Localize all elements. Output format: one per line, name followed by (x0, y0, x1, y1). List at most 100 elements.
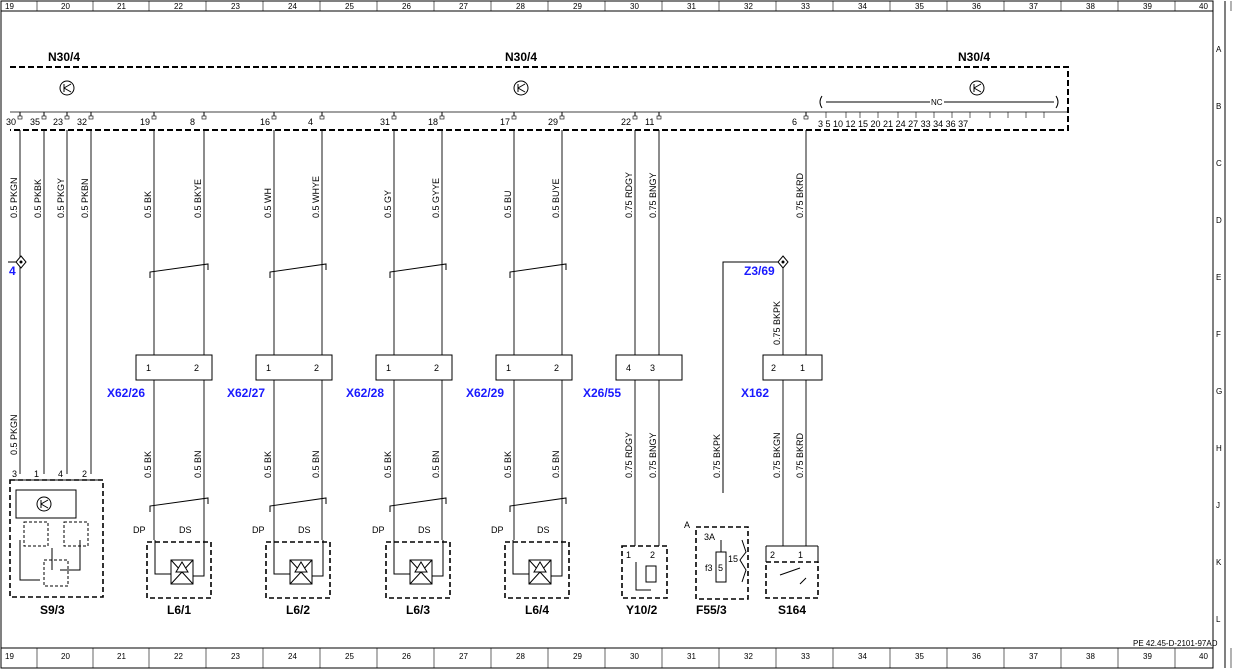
y10-2-name: Y10/2 (626, 603, 658, 617)
wire-label-bottom: 0.5 BN (311, 450, 321, 478)
connector-pin: 1 (266, 363, 271, 373)
grid-column-number: 34 (858, 2, 867, 11)
module-pin-label: 22 (621, 117, 631, 127)
sensor-dp-label: DP (252, 525, 265, 535)
s9-3-pin: 1 (34, 469, 39, 479)
module-pin-label: 23 (53, 117, 63, 127)
connector-pin: 2 (314, 363, 319, 373)
grid-row-letter: K (1216, 558, 1222, 567)
sensor-name: L6/3 (406, 603, 430, 617)
transistor-icon (36, 496, 52, 512)
wire-label-top: 0.5 PKBK (33, 179, 43, 218)
module-pin-label: 32 (77, 117, 87, 127)
nc-pin-list: 3 5 10 12 15 20 21 24 27 33 34 36 37 (818, 119, 968, 129)
grid-column-number: 23 (231, 2, 240, 11)
sensor-dp-label: DP (491, 525, 504, 535)
module-pin-label: 17 (500, 117, 510, 127)
wire-label-bottom: 0.5 BN (551, 450, 561, 478)
module-pin-label: 18 (428, 117, 438, 127)
f55-3-ref: A (684, 520, 690, 530)
module-pin-label: 6 (792, 117, 797, 127)
grid-column-number: 23 (231, 652, 240, 661)
connector-pin: 1 (506, 363, 511, 373)
grid-column-number: 22 (174, 652, 183, 661)
ground-label-4: 4 (9, 264, 16, 278)
sensor-dp-label: DP (133, 525, 146, 535)
grid-column-number: 28 (516, 652, 525, 661)
module-pin-label: 11 (645, 117, 654, 127)
grid-column-number: 40 (1199, 652, 1208, 661)
wire-label-top: 0.5 PKGY (56, 178, 66, 218)
grid-column-number: 22 (174, 2, 183, 11)
module-pin-label: 19 (140, 117, 150, 127)
f55-3-out: 15 (728, 554, 738, 564)
grid-column-number: 24 (288, 2, 297, 11)
nc-bracket (819, 95, 1059, 109)
s164-name: S164 (778, 603, 806, 617)
grid-column-number: 39 (1143, 2, 1152, 11)
grid-column-number: 25 (345, 652, 354, 661)
grid-column-number: 37 (1029, 652, 1038, 661)
grid-column-number: 33 (801, 2, 810, 11)
wire-label-top: 0.5 WH (263, 188, 273, 218)
module-pin-label: 16 (260, 117, 270, 127)
grid-column-number: 20 (61, 2, 70, 11)
connector-pin: 2 (554, 363, 559, 373)
module-pin-label: 30 (6, 117, 16, 127)
connector-pin: 1 (800, 363, 805, 373)
y10-2-pin: 1 (626, 550, 631, 560)
wire-label-bottom: 0.5 BK (263, 451, 273, 478)
sensor-name: L6/2 (286, 603, 310, 617)
nc-pin-ticks (825, 112, 1045, 118)
wire-label-z3: 0.75 BKPK (772, 301, 782, 345)
grid-column-number: 40 (1199, 2, 1208, 11)
wires (17, 112, 809, 546)
f55-3-rating: 3A (704, 532, 715, 542)
grid-column-number: 27 (459, 652, 468, 661)
f55-3-component: A 3A f3 5 15 F55/3 (684, 520, 749, 617)
s164-pin: 1 (798, 550, 803, 560)
sensor-ds-label: DS (298, 525, 311, 535)
s9-3-pin: 4 (58, 469, 63, 479)
grid-column-number: 21 (117, 652, 126, 661)
grid-column-number: 39 (1143, 652, 1152, 661)
connector-x62-29: X62/29 1 2 (466, 354, 573, 400)
wire-label-top: 0.5 WHYE (311, 176, 321, 218)
ground-label-z3-69: Z3/69 (744, 264, 775, 278)
grid-column-number: 26 (402, 2, 411, 11)
grid-column-number: 28 (516, 2, 525, 11)
connector-pin: 2 (194, 363, 199, 373)
s9-3-pin: 3 (12, 469, 17, 479)
wire-label-bottom: 0.75 RDGY (624, 432, 634, 478)
grid-column-number: 31 (687, 652, 696, 661)
grid-column-number: 37 (1029, 2, 1038, 11)
grid-column-number: 36 (972, 652, 981, 661)
grid-column-number: 38 (1086, 652, 1095, 661)
s9-3-name: S9/3 (40, 603, 65, 617)
grid-column-number: 34 (858, 652, 867, 661)
module-pin-label: 4 (308, 117, 313, 127)
wire-label-top: 0.5 BU (503, 190, 513, 218)
grid-column-number: 32 (744, 652, 753, 661)
wire-label-top: 0.75 BNGY (648, 172, 658, 218)
wire-label-top: 0.5 BKYE (193, 179, 203, 218)
connector-label: X62/26 (107, 386, 145, 400)
connector-label: X62/28 (346, 386, 384, 400)
connector-label: X162 (741, 386, 769, 400)
grid-column-number: 32 (744, 2, 753, 11)
grid-row-letter: H (1216, 444, 1222, 453)
connector-label: X62/29 (466, 386, 504, 400)
connector-pin: 2 (771, 363, 776, 373)
module-label-3: N30/4 (958, 50, 990, 64)
